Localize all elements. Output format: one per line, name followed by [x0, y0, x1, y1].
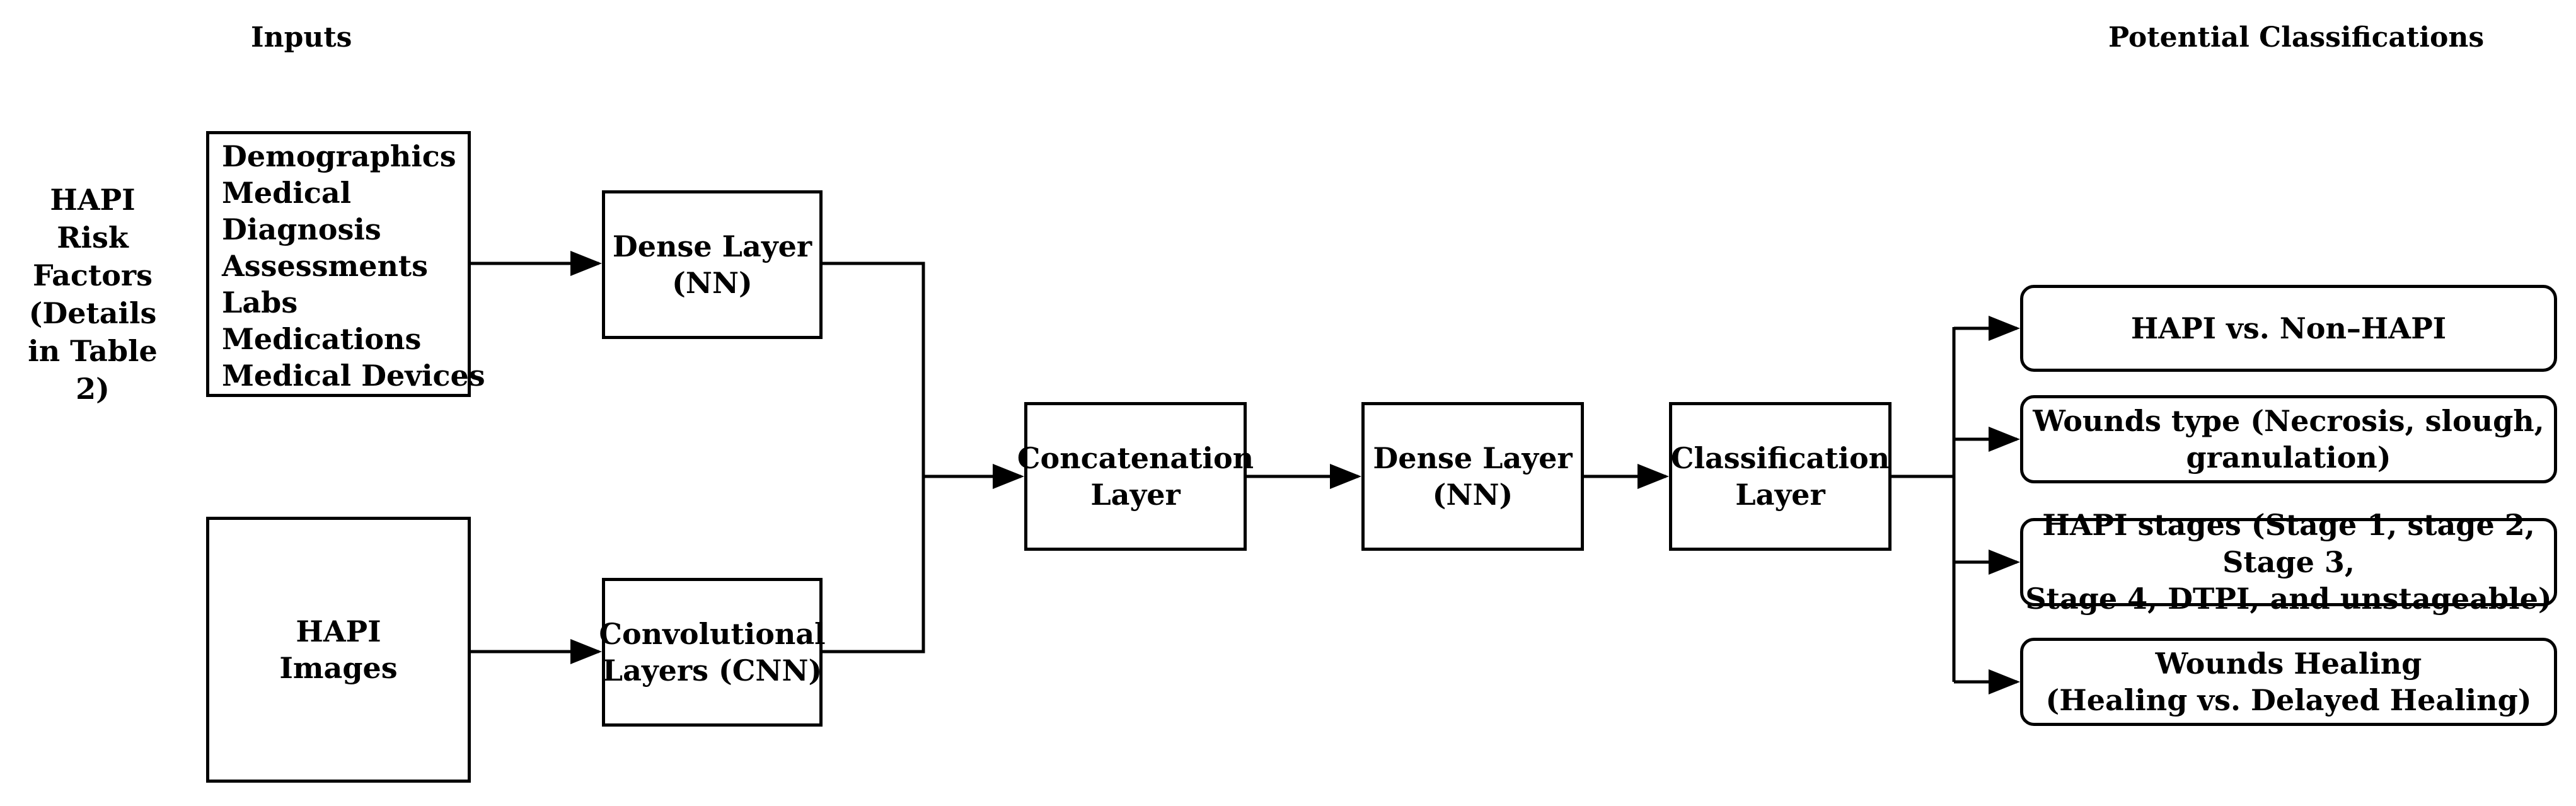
- line-cnn-to-merge: [823, 476, 925, 653]
- box-line: Classification: [1670, 440, 1890, 475]
- inputs-header: Inputs: [251, 21, 352, 54]
- box-line: Dense Layer: [612, 229, 812, 263]
- input-item: Demographics: [222, 139, 456, 173]
- box-line: Dense Layer: [1373, 440, 1573, 475]
- risk-line: Risk: [57, 221, 129, 255]
- input-item: Medical: [222, 176, 352, 210]
- box-line: Stage 4, DTPI, and unstageable): [2025, 582, 2552, 616]
- dense-layer-nn-middle-box: Dense Layer (NN): [1361, 402, 1584, 551]
- input-item: Diagnosis: [222, 212, 381, 246]
- concatenation-layer-box: Concatenation Layer: [1017, 402, 1254, 551]
- inputs-list-box: Demographics Medical Diagnosis Assessmen…: [206, 131, 485, 397]
- box-line: Concatenation: [1017, 440, 1254, 475]
- output-hapi-stages: HAPI stages (Stage 1, stage 2, Stage 3, …: [2020, 508, 2557, 616]
- hapi-images-box: HAPI Images: [206, 517, 471, 783]
- dense-layer-nn-top-box: Dense Layer (NN): [602, 190, 823, 339]
- box-line: Wounds type (Necrosis, slough,: [2033, 403, 2544, 438]
- input-item: Medical Devices: [222, 359, 485, 393]
- box-line: HAPI: [296, 614, 381, 648]
- box-line: Layer: [1735, 478, 1825, 512]
- box-line: Layer: [1090, 478, 1181, 512]
- box-line: Wounds Healing: [2155, 646, 2422, 681]
- input-item: Assessments: [222, 249, 429, 283]
- cnn-box: Convolutional Layers (CNN): [599, 578, 826, 727]
- box-line: Convolutional: [599, 616, 826, 651]
- box-line: granulation): [2186, 440, 2391, 475]
- output-wounds-healing: Wounds Healing (Healing vs. Delayed Heal…: [2020, 638, 2557, 726]
- box-line: HAPI stages (Stage 1, stage 2, Stage 3,: [2042, 508, 2535, 579]
- input-item: Medications: [222, 322, 422, 356]
- risk-line: Factors: [32, 258, 153, 292]
- input-item: Labs: [222, 285, 298, 320]
- box-line: Layers (CNN): [602, 653, 823, 688]
- box-line: (Healing vs. Delayed Healing): [2045, 683, 2532, 717]
- box-line: (NN): [1432, 478, 1513, 512]
- risk-line: (Details: [28, 296, 157, 330]
- box-line: HAPI vs. Non–HAPI: [2130, 311, 2447, 345]
- box-line: (NN): [672, 266, 753, 300]
- risk-factors-label: HAPI Risk Factors (Details in Table 2): [14, 181, 171, 408]
- box-line: Images: [279, 651, 398, 685]
- classification-layer-box: Classification Layer: [1669, 402, 1892, 551]
- risk-line: HAPI: [50, 183, 136, 217]
- line-dense-to-merge: [823, 262, 925, 476]
- output-wounds-type: Wounds type (Necrosis, slough, granulati…: [2020, 395, 2557, 483]
- risk-line: in Table 2): [28, 334, 158, 406]
- output-hapi-vs-non-hapi: HAPI vs. Non–HAPI: [2020, 285, 2557, 372]
- potential-classifications-header: Potential Classifications: [2108, 21, 2485, 54]
